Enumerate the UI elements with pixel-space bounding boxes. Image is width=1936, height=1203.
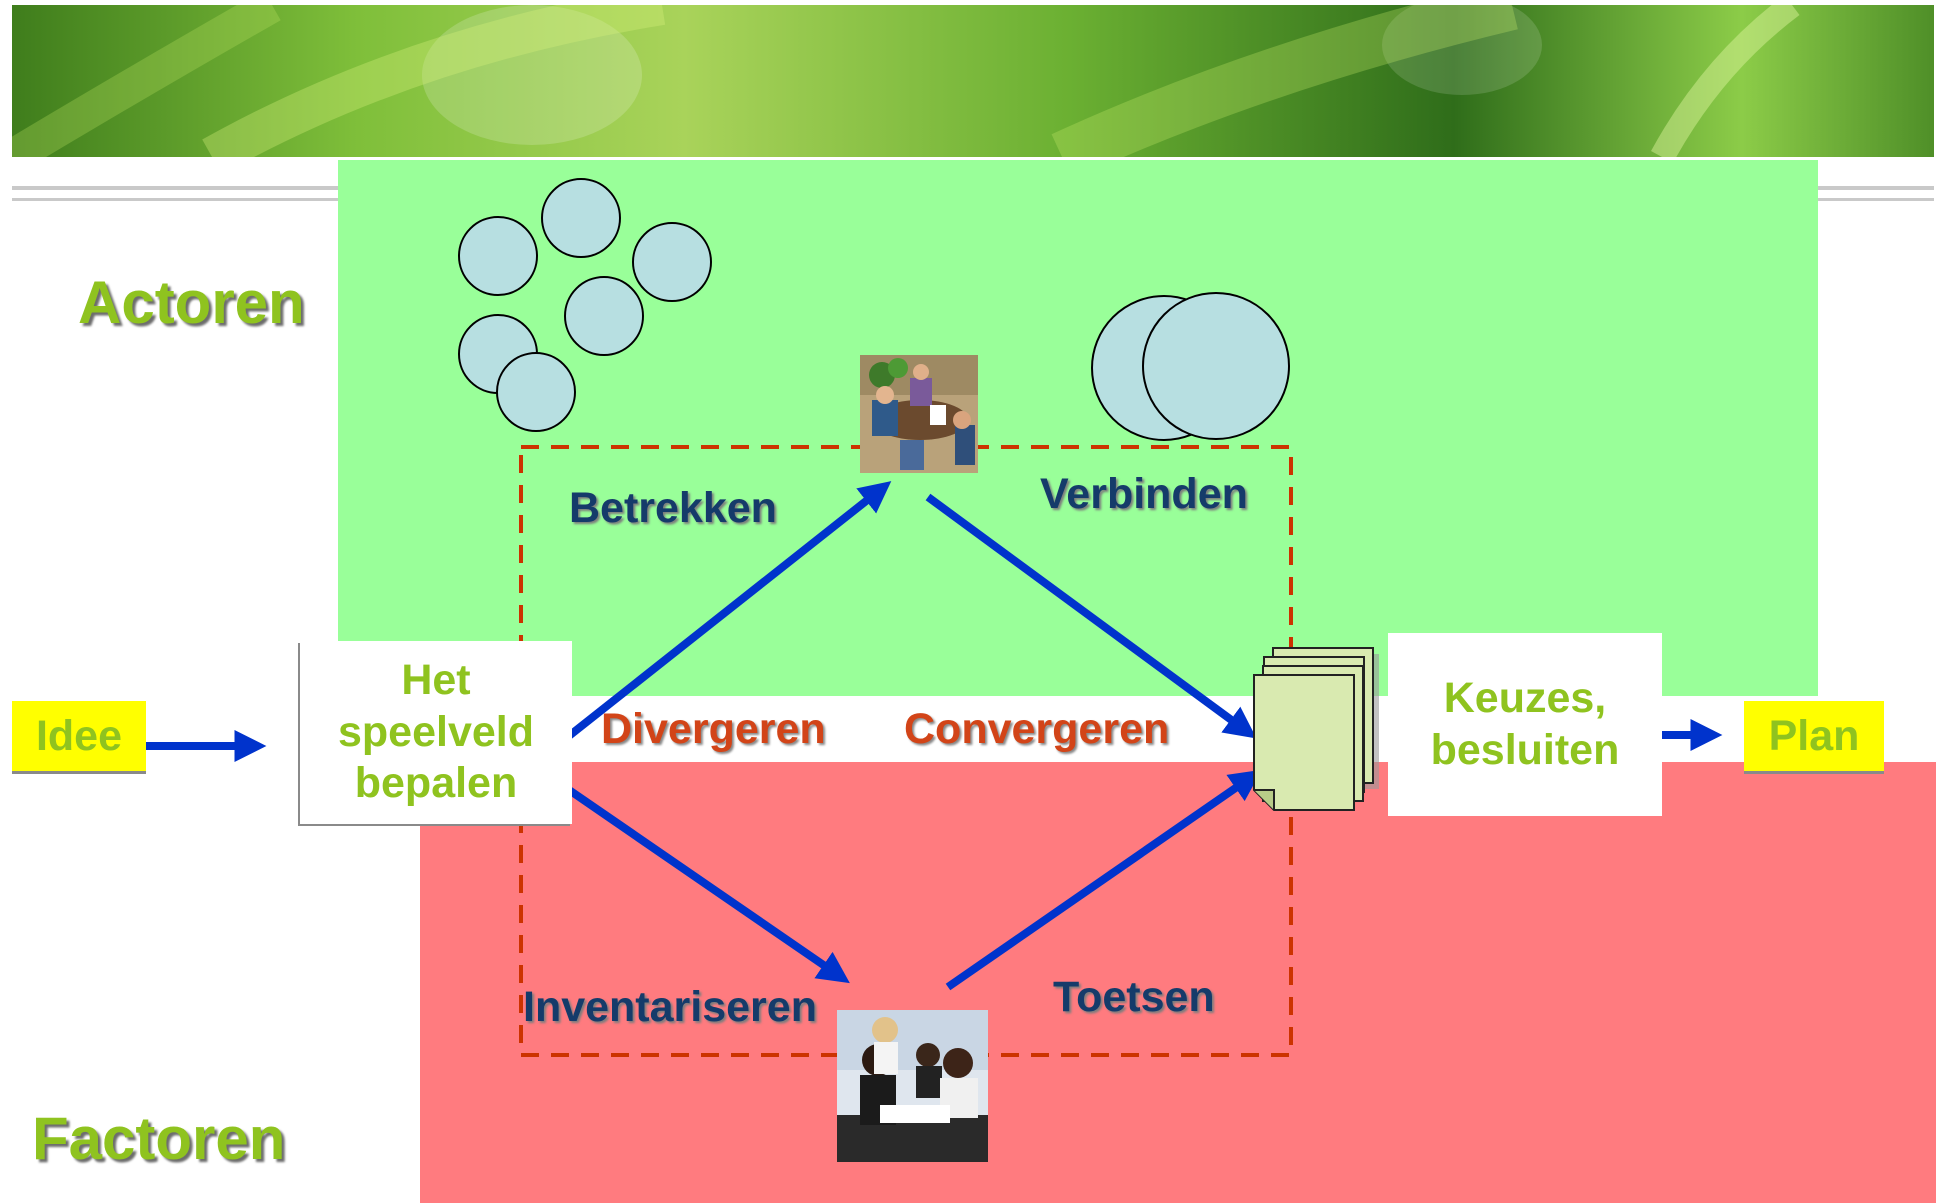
inventory-arrow <box>537 766 850 984</box>
actor-circles-cluster <box>458 178 712 432</box>
diverge-label: Divergeren <box>601 705 826 753</box>
students-photo-icon <box>837 1010 988 1162</box>
connect-arrow <box>925 493 1257 739</box>
test-label: Toetsen <box>1053 973 1215 1021</box>
playing-field-box: Het speelveld bepalen <box>300 641 572 824</box>
leaves-decoration <box>12 5 1800 157</box>
inventory-label: Inventariseren <box>523 983 817 1031</box>
actor-circle <box>564 276 644 356</box>
involve-arrow <box>533 481 892 766</box>
plan-tag: Plan <box>1744 701 1884 771</box>
meeting-clipart-icon <box>860 355 978 473</box>
factors-zone <box>420 762 1936 1203</box>
actors-title: Actoren <box>78 269 305 336</box>
actor-circle <box>632 222 712 302</box>
involve-label: Betrekken <box>569 484 777 532</box>
actor-circle <box>458 216 538 296</box>
actor-circle <box>541 178 621 258</box>
header-banner <box>12 5 1934 157</box>
choices-box: Keuzes, besluiten <box>1388 633 1662 816</box>
document-stack-icon <box>1253 647 1379 811</box>
playing-field-label: Het speelveld bepalen <box>338 656 534 808</box>
choices-label: Keuzes, besluiten <box>1430 673 1620 774</box>
flow-arrows <box>145 481 1723 991</box>
actor-circle <box>496 352 576 432</box>
idea-tag: Idee <box>12 701 146 771</box>
converge-label: Convergeren <box>904 705 1170 753</box>
factors-title: Factoren <box>32 1105 286 1172</box>
connected-actors-circles <box>1091 292 1290 441</box>
connect-label: Verbinden <box>1040 470 1248 518</box>
test-arrow <box>945 769 1262 991</box>
